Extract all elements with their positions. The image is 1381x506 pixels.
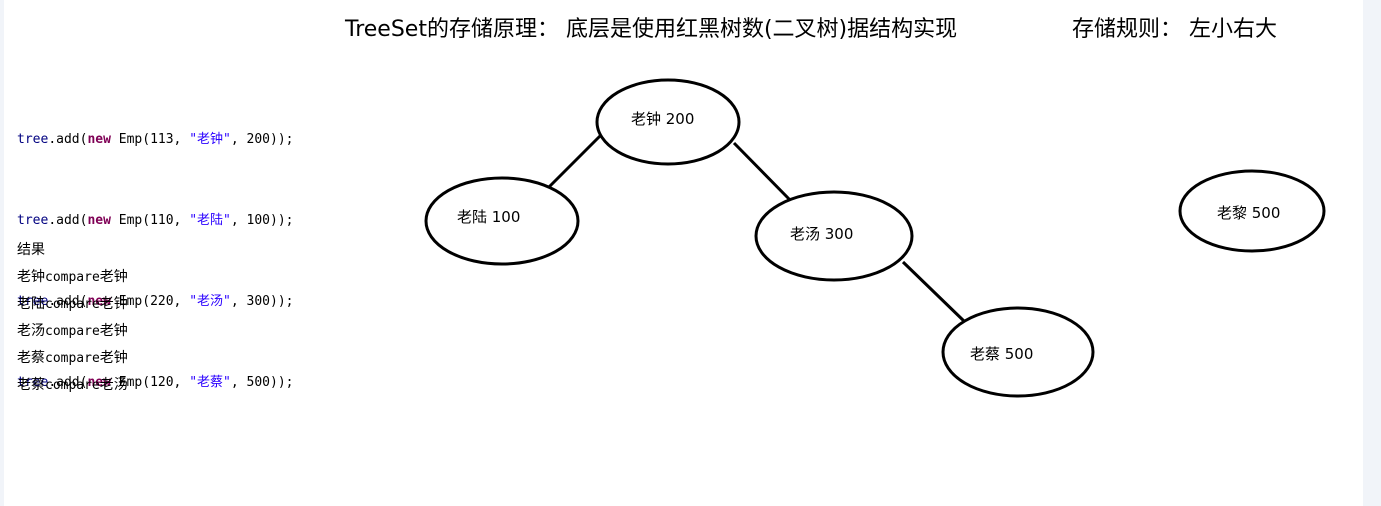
code-tail: , 500)); [230,375,294,390]
code-object: tree [17,213,49,228]
code-keyword: new [87,375,111,390]
result-right: 老钟 [99,296,128,312]
result-left: 老汤 [17,323,45,339]
result-right: 老钟 [99,269,128,285]
result-right: 老钟 [99,323,128,339]
tree-edge-zhong-lu [546,133,603,190]
title-main: TreeSet的存储原理： 底层是使用红黑树数(二叉树)据结构实现 [345,17,958,42]
result-line: 老汤compare老钟 [17,318,128,345]
result-line: 老钟compare老钟 [17,264,128,291]
code-keyword: new [87,213,111,228]
node-label: 老汤 300 [790,225,853,243]
code-constructor: Emp(120, [110,375,190,390]
code-string: "老汤" [189,294,231,309]
tree-edge-zhong-tang [732,141,793,203]
code-object: tree [17,132,49,147]
tree-edge-tang-cai [901,260,968,325]
code-object: tree [17,375,49,390]
result-right: 老汤 [99,377,128,393]
code-block: tree.add(new Emp(113, "老钟", 200)); tree.… [17,72,294,450]
node-ellipse [595,78,741,166]
result-heading: 结果 [17,242,45,258]
code-constructor: Emp(220, [110,294,190,309]
result-left: 老陆 [17,296,45,312]
code-call: .add( [48,375,88,390]
node-label: 老陆 100 [457,208,520,226]
code-keyword: new [87,132,111,147]
result-op: compare [45,378,100,393]
result-op: compare [45,297,100,312]
code-constructor: Emp(110, [110,213,190,228]
result-op: compare [45,351,100,366]
result-right: 老钟 [99,350,128,366]
code-keyword: new [87,294,111,309]
result-op: compare [45,324,100,339]
code-string: "老陆" [189,213,231,228]
result-left: 老蔡 [17,377,45,393]
code-line: tree.add(new Emp(120, "老蔡", 500)); [17,369,294,396]
result-left: 老钟 [17,269,45,285]
code-tail: , 300)); [230,294,294,309]
node-label: 老钟 200 [631,110,694,128]
code-constructor: Emp(113, [110,132,190,147]
node-ellipse [941,306,1095,398]
node-label: 老黎 500 [1217,204,1280,222]
code-tail: , 200)); [230,132,294,147]
code-line: tree.add(new Emp(220, "老汤", 300)); [17,288,294,315]
code-call: .add( [48,213,88,228]
result-block: 结果 老钟compare老钟 老陆compare老钟 老汤compare老钟 老… [17,237,128,399]
result-left: 老蔡 [17,350,45,366]
result-line: 老蔡compare老汤 [17,372,128,399]
code-call: .add( [48,294,88,309]
node-label: 老蔡 500 [970,345,1033,363]
code-string: "老钟" [189,132,231,147]
result-line: 老蔡compare老钟 [17,345,128,372]
node-ellipse [1178,169,1326,253]
node-ellipse [424,176,580,266]
right-edge-strip [1363,0,1381,506]
code-string: "老蔡" [189,375,231,390]
tree-node-li: 老黎 500 [1178,169,1326,253]
node-ellipse [754,190,914,282]
code-line: tree.add(new Emp(113, "老钟", 200)); [17,126,294,153]
left-edge-strip [0,0,4,506]
result-line: 老陆compare老钟 [17,291,128,318]
tree-node-lu: 老陆 100 [424,176,580,266]
result-op: compare [45,270,100,285]
tree-node-cai: 老蔡 500 [941,306,1095,398]
code-line: tree.add(new Emp(110, "老陆", 100)); [17,207,294,234]
tree-node-zhong: 老钟 200 [595,78,741,166]
code-object: tree [17,294,49,309]
tree-node-tang: 老汤 300 [754,190,914,282]
code-tail: , 100)); [230,213,294,228]
code-call: .add( [48,132,88,147]
title-storage-rule: 存储规则： 左小右大 [1072,17,1277,42]
